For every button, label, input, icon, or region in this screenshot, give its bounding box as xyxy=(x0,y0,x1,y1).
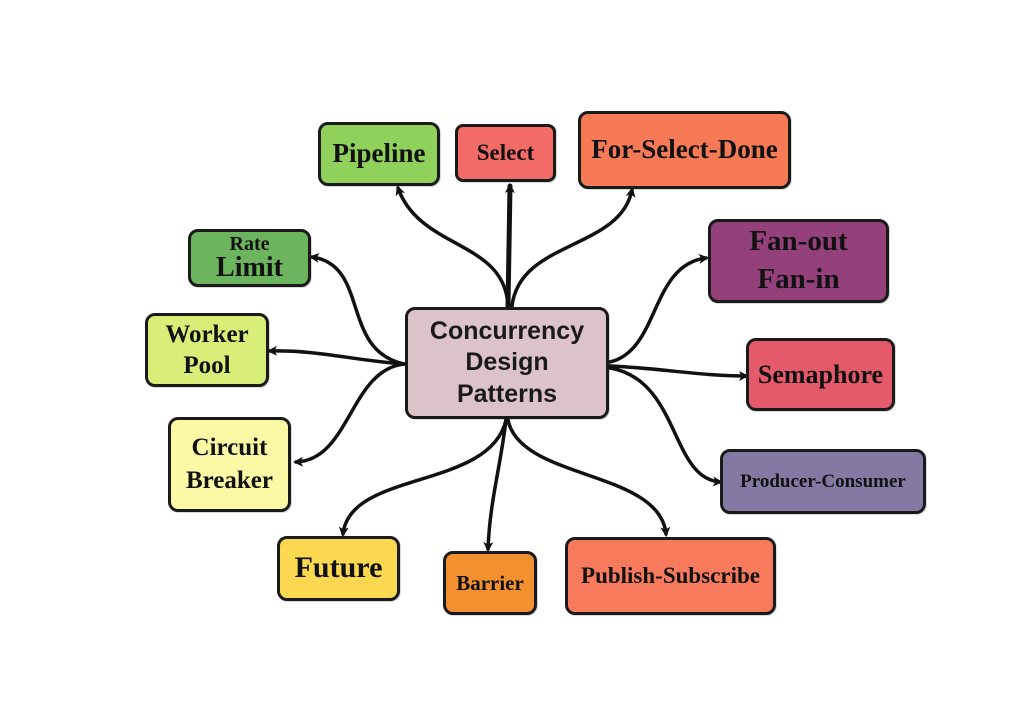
center-line-2: Design xyxy=(465,348,549,377)
edge-to-forselect xyxy=(510,187,636,308)
node-fan-out-label: Fan-out xyxy=(749,225,848,258)
center-line-1: Concurrency xyxy=(429,317,585,346)
edge-to-fanout xyxy=(608,253,709,364)
node-fan-in-label: Fan-in xyxy=(757,263,840,295)
edge-to-rate xyxy=(309,253,406,366)
node-select: Select xyxy=(455,124,556,182)
node-future-label: Future xyxy=(294,551,383,585)
node-pool-label: Pool xyxy=(183,352,231,379)
node-circuit-breaker: Circuit Breaker xyxy=(168,417,291,512)
node-pipeline: Pipeline xyxy=(318,122,440,186)
node-barrier-label: Barrier xyxy=(456,570,524,595)
node-rate-label: Rate xyxy=(229,233,270,255)
node-worker-label: Worker xyxy=(165,320,249,348)
node-producer-consumer: Producer-Consumer xyxy=(720,449,926,514)
node-future: Future xyxy=(277,536,400,601)
node-semaphore-label: Semaphore xyxy=(757,359,884,389)
edge-to-worker xyxy=(267,345,406,366)
node-semaphore: Semaphore xyxy=(746,338,895,411)
node-for-select-done-label: For-Select-Done xyxy=(591,134,778,165)
edge-to-select xyxy=(504,183,515,309)
node-pipeline-label: Pipeline xyxy=(332,138,426,169)
node-rate-limit: Rate Limit xyxy=(188,229,311,287)
node-for-select-done: For-Select-Done xyxy=(578,111,791,189)
node-producer-consumer-label: Producer-Consumer xyxy=(740,470,906,492)
center-line-3: Patterns xyxy=(456,379,558,408)
node-barrier: Barrier xyxy=(443,551,537,615)
edge-to-circuit xyxy=(293,362,406,467)
edge-to-semaphore xyxy=(608,364,749,381)
node-worker-pool: Worker Pool xyxy=(145,313,269,387)
node-limit-label: Limit xyxy=(216,252,283,283)
node-breaker-label: Breaker xyxy=(185,466,273,494)
edge-to-pubsub xyxy=(506,418,671,537)
edge-to-future xyxy=(338,418,508,537)
node-select-label: Select xyxy=(476,139,535,165)
node-fan-out-fan-in: Fan-out Fan-in xyxy=(708,219,889,303)
edge-to-barrier xyxy=(483,418,508,552)
edge-to-pipeline xyxy=(395,185,510,308)
center-node-concurrency-design-patterns: Concurrency Design Patterns xyxy=(405,307,609,419)
node-circuit-label: Circuit xyxy=(191,434,268,461)
edge-to-prodcons xyxy=(608,366,723,487)
node-publish-subscribe-label: Publish-Subscribe xyxy=(581,562,760,588)
node-publish-subscribe: Publish-Subscribe xyxy=(565,537,776,615)
